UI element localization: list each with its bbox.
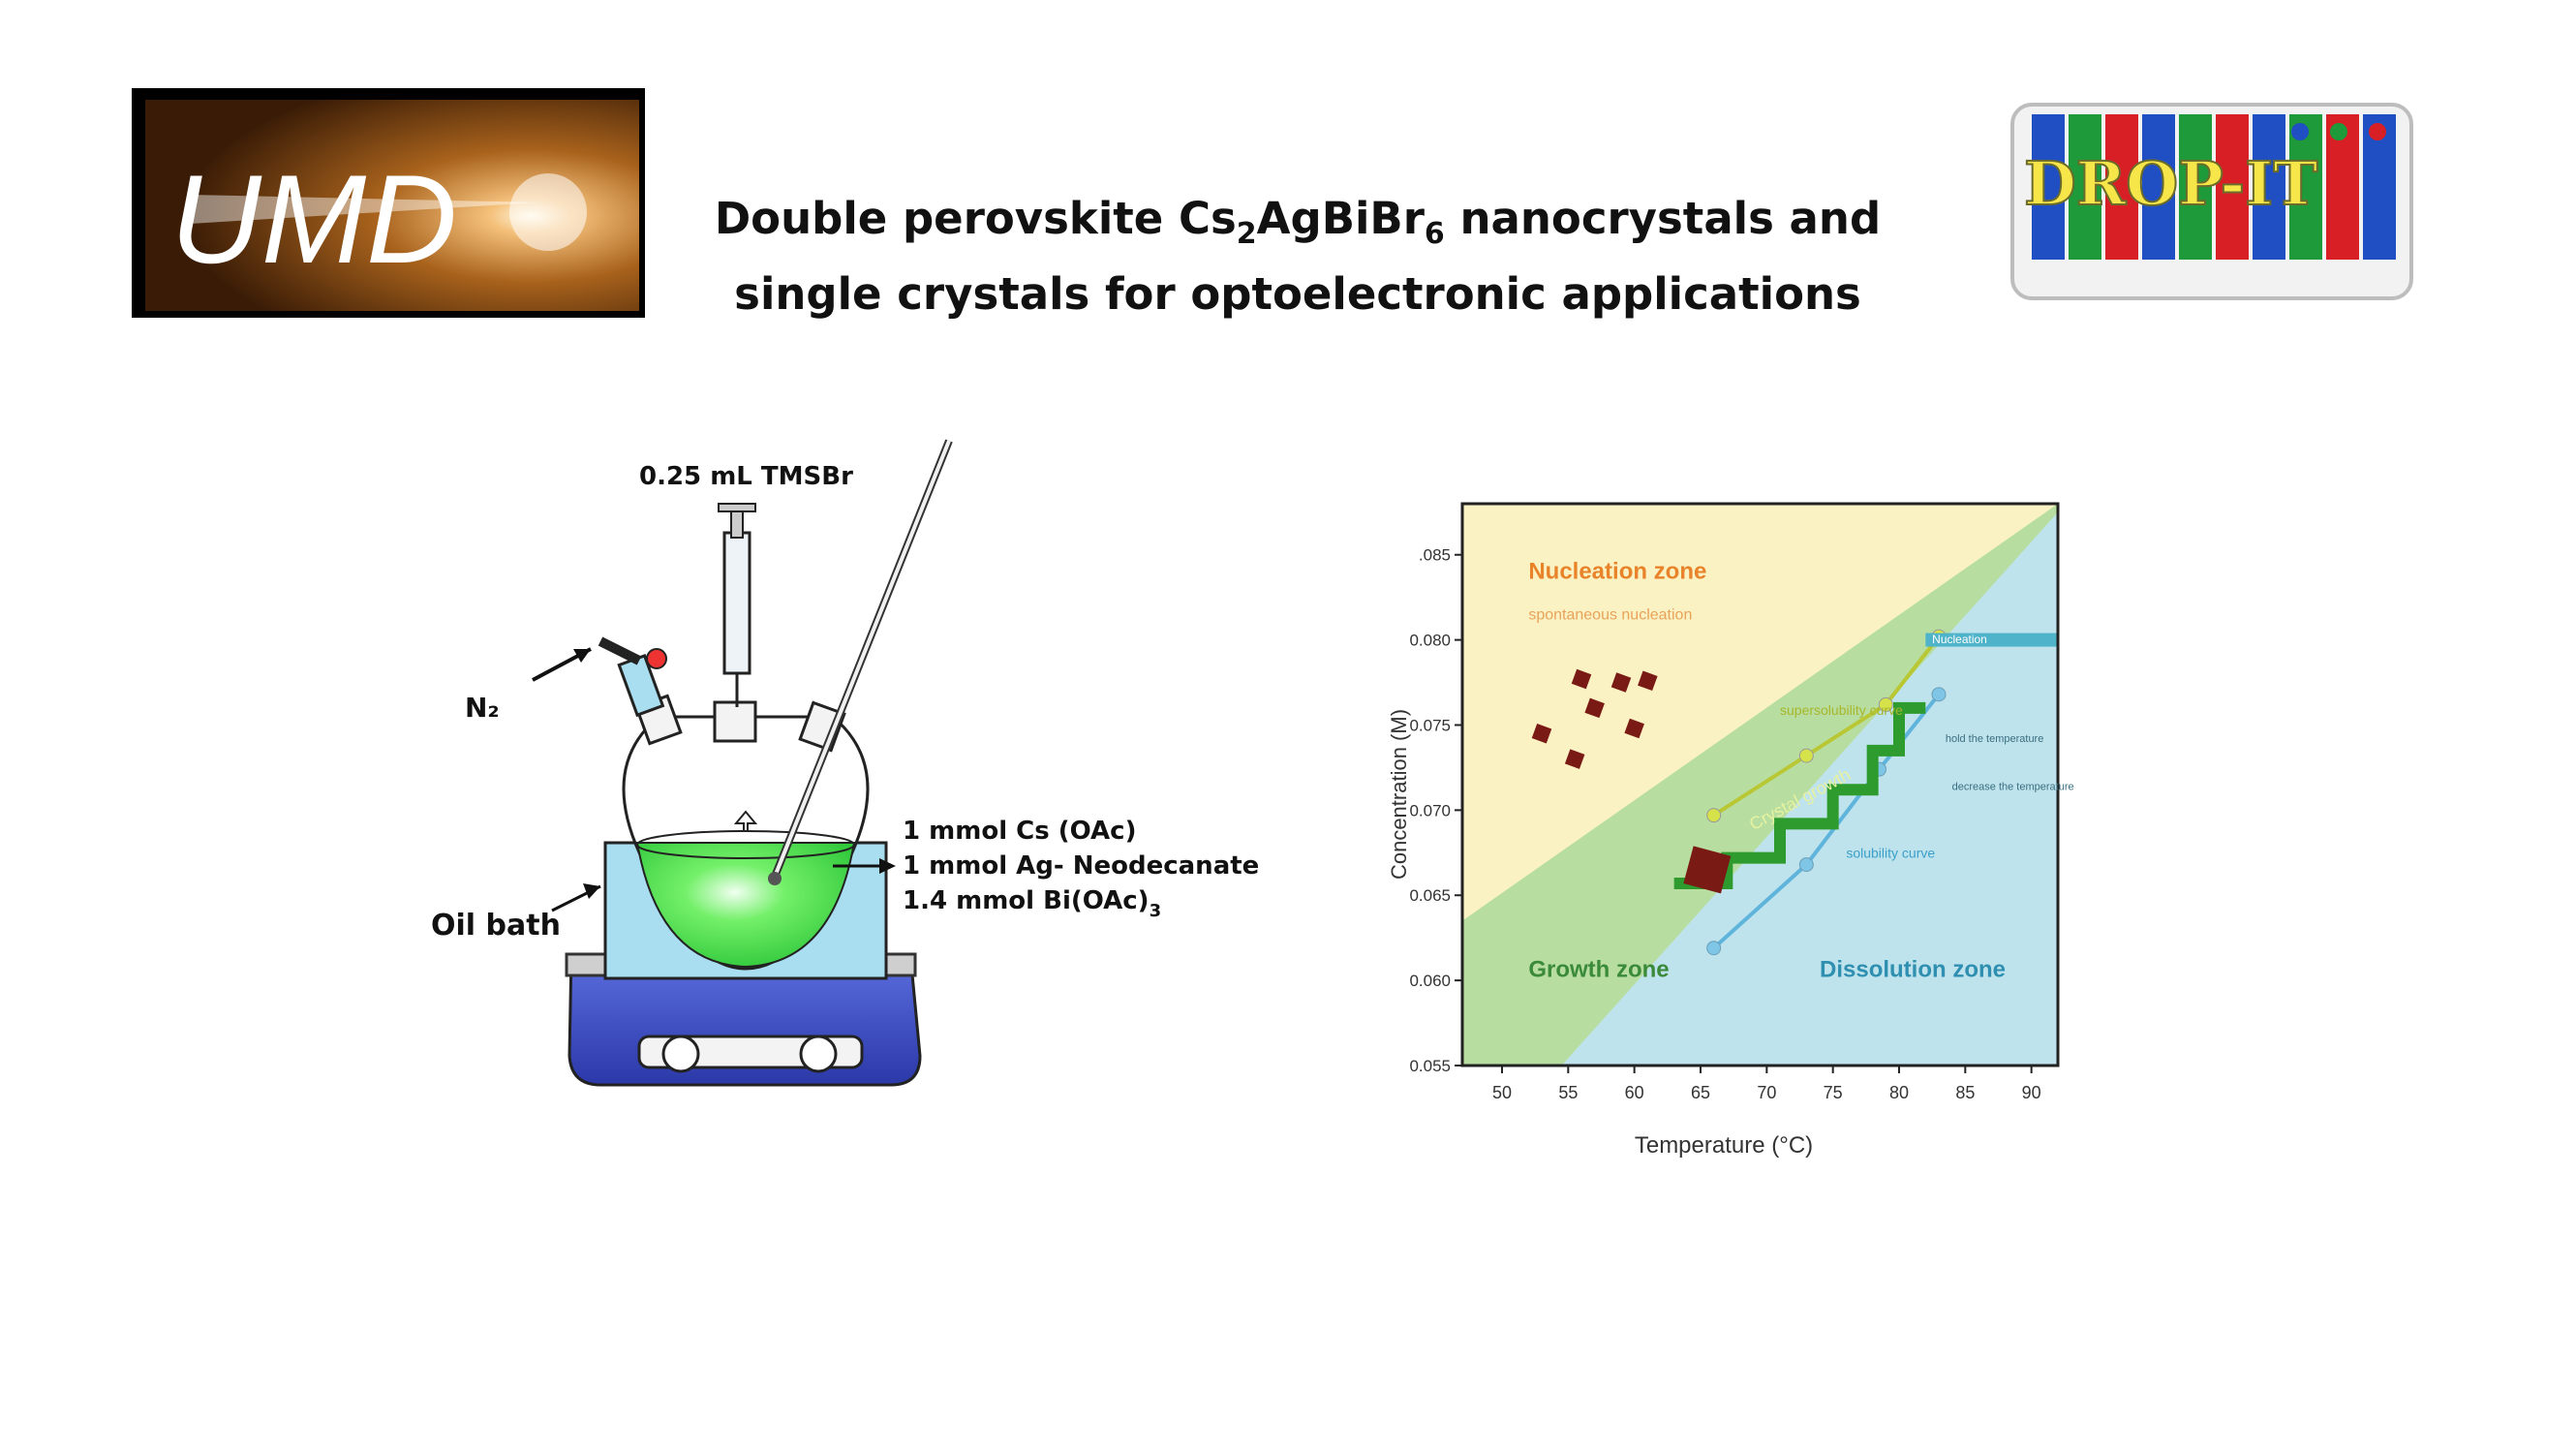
y-tick-label: 0.055	[1409, 1057, 1451, 1075]
nucleation-marker-bar	[1925, 633, 2058, 647]
x-axis-label: Temperature (°C)	[1635, 1132, 1813, 1159]
y-tick-label: 0.060	[1409, 972, 1451, 990]
y-tick-label: 0.075	[1409, 716, 1451, 734]
gas-inlet-adapter	[598, 636, 667, 718]
solubility-line	[1712, 693, 1941, 950]
y-tick-label: 0.070	[1409, 801, 1451, 819]
decrease-temperature-label: decrease the temperature	[1952, 781, 2074, 792]
syringe	[718, 503, 756, 707]
x-tick-label: 50	[1492, 1083, 1512, 1102]
solubility-point	[1798, 857, 1814, 873]
supersolubility-point	[1706, 808, 1722, 823]
hold-temperature-label: hold the temperature	[1946, 733, 2044, 745]
solubility-point	[1706, 941, 1722, 956]
crystal-marker	[1571, 668, 1592, 690]
oil-bath-label: Oil bath	[431, 909, 561, 943]
dissolution-zone-label: Dissolution zone	[1820, 957, 2006, 983]
x-tick-label: 75	[1824, 1083, 1843, 1102]
supersolubility-point	[1798, 748, 1814, 763]
supersolubility-line	[1712, 634, 1941, 818]
x-tick-label: 65	[1691, 1083, 1710, 1102]
x-tick-label: 80	[1889, 1083, 1909, 1102]
plot-frame	[1460, 502, 2060, 1067]
y-tick-label: 0.065	[1409, 886, 1451, 905]
slide-title: Double perovskite Cs2AgBiBr6 nanocrystal…	[678, 189, 1917, 325]
growth-zone-label: Growth zone	[1528, 957, 1669, 983]
plot-area: 50 55 60 65 70 75 80 85 90 0.055 0.060 0.065 0.070 0.…	[1409, 502, 2074, 1102]
nucleation-zone-sublabel: spontaneous nucleation	[1528, 607, 1692, 624]
y-tick-label: 0.080	[1409, 632, 1451, 650]
supersolubility-label: supersolubility curve	[1780, 702, 1903, 718]
nucleation-zone-label: Nucleation zone	[1528, 558, 1706, 584]
umd-logo: UMD	[132, 88, 645, 318]
crystal-marker	[1610, 672, 1632, 693]
nucleation-tag-label: Nucleation	[1932, 633, 1987, 646]
x-tick-label: 70	[1757, 1083, 1776, 1102]
x-tick-label: 90	[2022, 1083, 2041, 1102]
x-tick-label: 85	[1955, 1083, 1975, 1102]
y-tick-label: .085	[1419, 546, 1451, 565]
crystal-marker	[1624, 718, 1644, 739]
supersolubility-point	[1878, 696, 1893, 712]
drop-it-logo-text: DROP-IT	[2024, 148, 2317, 219]
crystal-marker	[1531, 724, 1552, 744]
title-line-1: Double perovskite Cs2AgBiBr6 nanocrystal…	[714, 193, 1882, 251]
synthesis-apparatus-diagram: 0.25 mL TMSBr N₂ Oil bath 1 mmol Cs (OAc…	[431, 439, 1259, 1087]
crystal-marker	[1564, 749, 1585, 769]
solubility-label: solubility curve	[1846, 846, 1935, 861]
solubility-chart: 50 55 60 65 70 75 80 85 90 0.055 0.060 0.065 0.070 0.…	[1387, 502, 2074, 1159]
title-line-2: single crystals for optoelectronic appli…	[734, 268, 1861, 320]
x-tick-label: 55	[1558, 1083, 1578, 1102]
crystal-marker	[1638, 670, 1658, 692]
gas-label: N₂	[465, 692, 500, 724]
reagent-3: 1.4 mmol Bi(OAc)3	[903, 886, 1161, 921]
x-tick-label: 60	[1625, 1083, 1644, 1102]
crystal-marker	[1683, 846, 1732, 894]
reagent-1: 1 mmol Cs (OAc)	[903, 817, 1136, 846]
thermometer	[768, 439, 953, 885]
crystal-marker	[1584, 697, 1605, 719]
y-axis-label: Concentration (M)	[1387, 709, 1411, 880]
drop-it-logo: DROP-IT	[2010, 103, 2413, 300]
reagent-2: 1 mmol Ag- Neodecanate	[903, 851, 1259, 881]
syringe-label: 0.25 mL TMSBr	[639, 462, 853, 491]
umd-logo-text: UMD	[170, 148, 457, 290]
solubility-point	[1931, 687, 1947, 702]
